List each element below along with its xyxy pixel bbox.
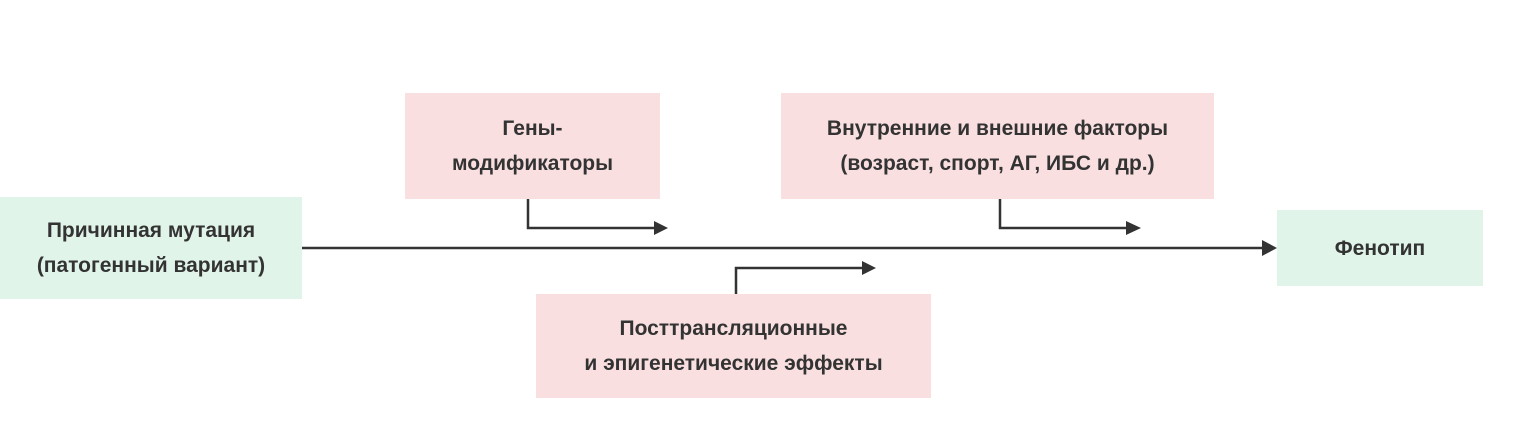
node-phenotype: Фенотип <box>1277 210 1483 286</box>
node-modifier-genes-label: Гены- модификаторы <box>451 117 614 175</box>
node-causal-mutation: Причинная мутация (патогенный вариант) <box>0 197 302 299</box>
node-posttranslational-effects: Посттрансляционные и эпигенетические эфф… <box>536 294 931 398</box>
arrow-posttranslational <box>734 261 876 294</box>
node-causal-mutation-label: Причинная мутация (патогенный вариант) <box>36 219 266 277</box>
node-internal-external-factors: Внутренние и внешние факторы (возраст, с… <box>781 93 1214 199</box>
node-factors-label: Внутренние и внешние факторы (возраст, с… <box>826 117 1169 175</box>
arrow-main <box>302 240 1277 256</box>
node-posttranslational-label: Посттрансляционные и эпигенетические эфф… <box>584 317 883 375</box>
node-phenotype-label: Фенотип <box>1334 236 1426 260</box>
arrow-modifier-genes <box>526 199 668 235</box>
arrow-factors <box>998 199 1141 235</box>
node-modifier-genes: Гены- модификаторы <box>405 93 660 199</box>
